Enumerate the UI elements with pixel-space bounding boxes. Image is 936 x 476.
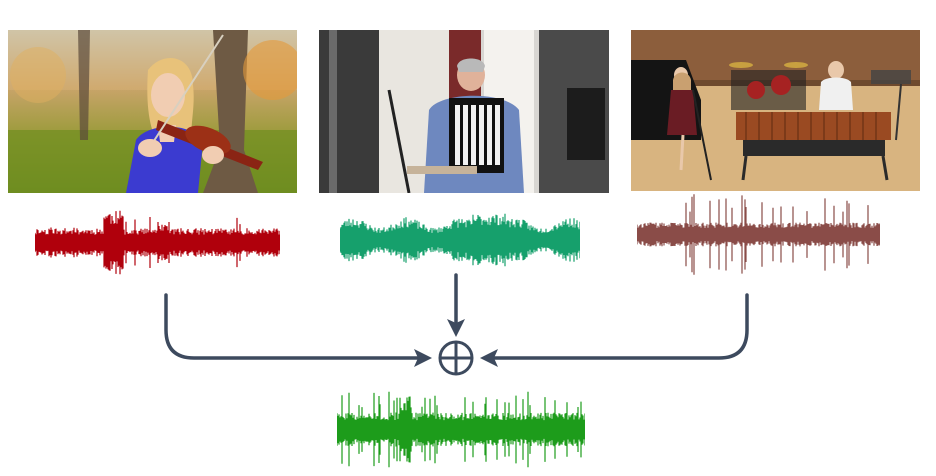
violinist-photo <box>8 30 297 193</box>
arrow-violin-head <box>414 349 432 367</box>
accordion-audio-waveform <box>340 213 580 267</box>
arrow-violin-to-sum <box>164 293 420 360</box>
arrow-percussion-head <box>480 349 498 367</box>
mixed-audio-waveform <box>337 391 585 468</box>
percussion-audio-waveform <box>637 194 880 275</box>
percussion-stage-photo <box>631 30 920 191</box>
violin-audio-waveform <box>35 210 280 275</box>
arrow-percussion-to-sum <box>492 293 749 360</box>
circled-plus-icon <box>438 340 474 376</box>
accordion-player-photo <box>319 30 609 193</box>
arrow-accordion-head <box>447 319 465 337</box>
